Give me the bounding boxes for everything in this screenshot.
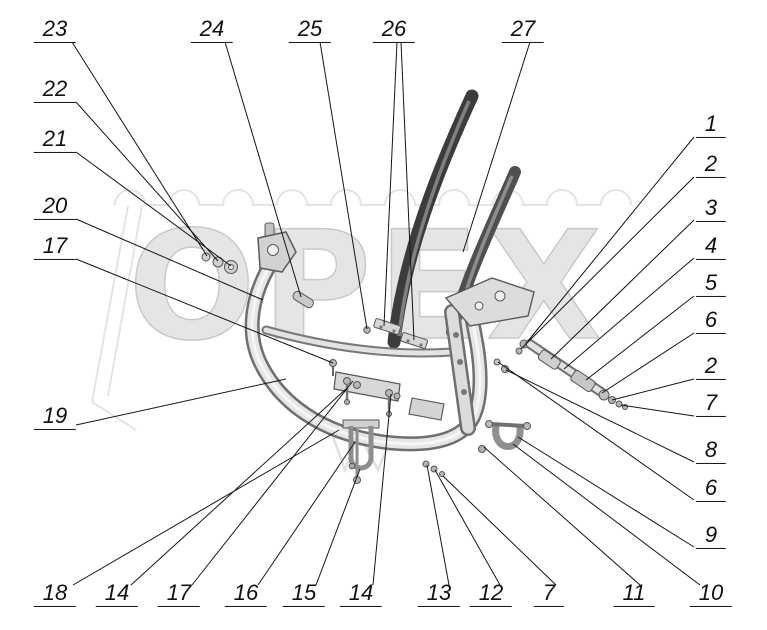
pivot-pin xyxy=(292,290,314,309)
leader-line xyxy=(400,41,415,341)
part-number-26: 26 xyxy=(372,17,416,44)
leader-line xyxy=(319,41,368,330)
part-number-19: 19 xyxy=(33,404,77,431)
leader-line xyxy=(520,176,695,350)
leader-line xyxy=(563,257,695,370)
part-number-13: 13 xyxy=(417,581,461,608)
leader-line xyxy=(611,378,695,401)
right-upright xyxy=(444,304,476,436)
part-number-6: 6 xyxy=(695,308,727,335)
part-number-17: 17 xyxy=(157,581,201,608)
part-number-15: 15 xyxy=(282,581,326,608)
leader-line xyxy=(517,436,695,548)
leader-line xyxy=(620,404,695,417)
part-number-8: 8 xyxy=(695,438,727,465)
leader-line xyxy=(257,441,356,586)
leader-line xyxy=(130,388,347,586)
part-number-27: 27 xyxy=(501,17,545,44)
part-number-2: 2 xyxy=(695,354,727,381)
leader-line xyxy=(434,469,501,586)
part-number-25: 25 xyxy=(288,17,332,44)
part-number-17: 17 xyxy=(33,234,77,261)
part-number-12: 12 xyxy=(469,581,513,608)
leader-line xyxy=(191,380,354,586)
leader-line xyxy=(462,41,531,253)
leader-line xyxy=(383,41,398,327)
part-number-4: 4 xyxy=(695,234,727,261)
leader-line xyxy=(527,136,695,342)
part-number-10: 10 xyxy=(689,581,733,608)
watermark-gear-outline xyxy=(90,189,632,431)
leader-line xyxy=(71,41,208,257)
leader-lines xyxy=(71,41,701,586)
leader-line xyxy=(426,464,450,586)
part-number-1: 1 xyxy=(695,112,727,139)
part-number-14: 14 xyxy=(95,581,139,608)
part-number-21: 21 xyxy=(33,127,77,154)
part-number-22: 22 xyxy=(33,77,77,104)
part-number-9: 9 xyxy=(695,523,727,550)
leader-line xyxy=(512,443,701,586)
part-number-14: 14 xyxy=(339,581,383,608)
part-number-16: 16 xyxy=(224,581,268,608)
clevis-bracket xyxy=(257,222,297,273)
part-number-3: 3 xyxy=(695,196,727,223)
part-number-5: 5 xyxy=(695,271,727,298)
part-number-6: 6 xyxy=(695,476,727,503)
leader-line xyxy=(75,258,334,364)
part-number-7: 7 xyxy=(533,581,565,608)
shackle-bolt xyxy=(478,445,486,453)
part-number-7: 7 xyxy=(695,391,727,418)
part-number-24: 24 xyxy=(190,17,234,44)
leader-line xyxy=(585,295,695,381)
part-number-11: 11 xyxy=(613,581,655,608)
adjusting-link xyxy=(525,339,628,410)
leader-line xyxy=(224,41,302,298)
blade-front xyxy=(387,89,479,349)
part-number-23: 23 xyxy=(33,17,77,44)
u-bolt-clamp xyxy=(342,419,380,484)
part-number-2: 2 xyxy=(695,152,727,179)
leader-line xyxy=(505,369,695,463)
leader-line xyxy=(75,101,219,262)
leader-line xyxy=(75,218,264,301)
leader-line xyxy=(483,446,641,586)
leader-line xyxy=(72,429,340,586)
leader-line xyxy=(75,151,232,267)
shackle xyxy=(478,420,531,453)
leader-line xyxy=(601,332,695,394)
leader-line xyxy=(372,393,392,586)
leader-line xyxy=(497,361,695,501)
part-number-18: 18 xyxy=(33,581,77,608)
leader-line xyxy=(75,378,287,426)
leader-line xyxy=(550,219,695,360)
cross-strap xyxy=(261,325,457,358)
leader-line xyxy=(442,475,557,586)
part-number-20: 20 xyxy=(33,194,77,221)
link-plates xyxy=(363,318,429,349)
leader-line xyxy=(315,468,361,586)
